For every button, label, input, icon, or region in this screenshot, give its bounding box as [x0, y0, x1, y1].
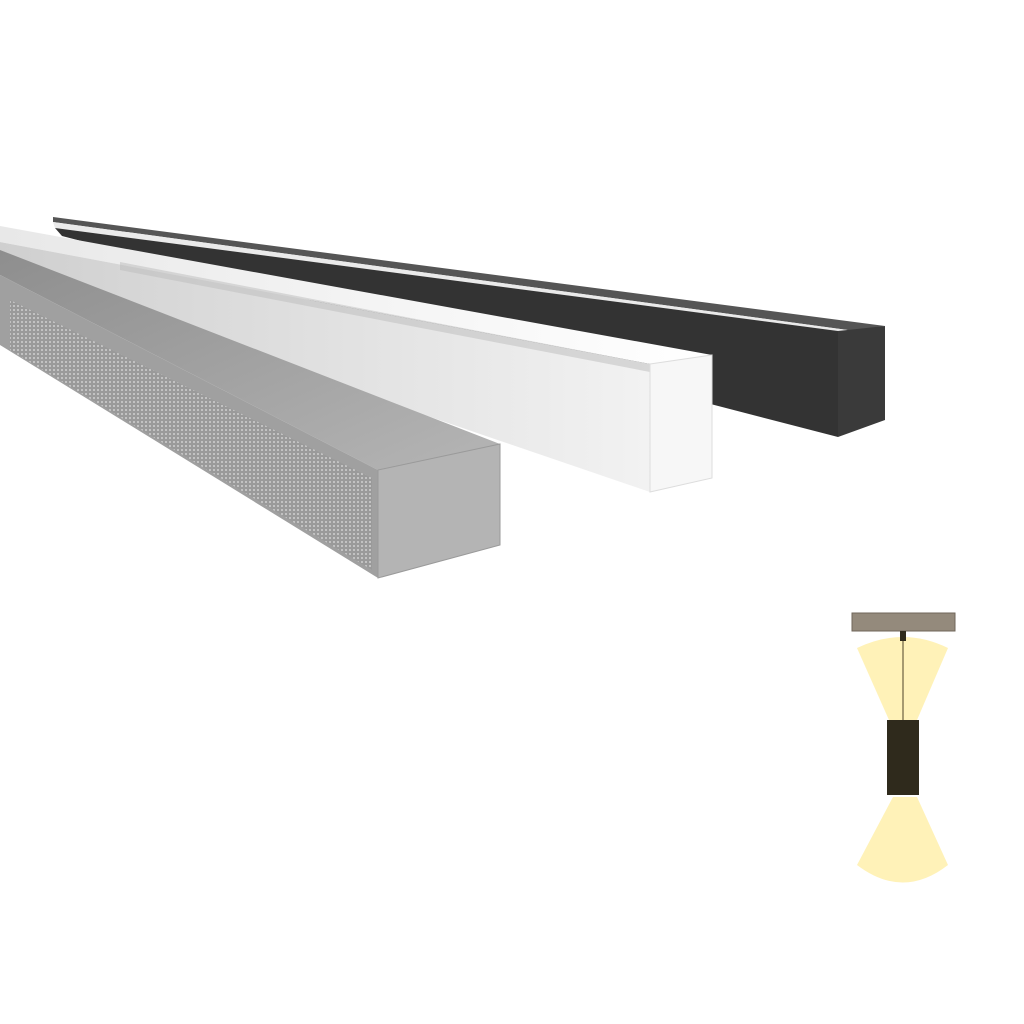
silver-linear-light [0, 250, 501, 579]
white-linear-light [0, 226, 713, 493]
pendant-up-down-light-icon [851, 612, 956, 883]
